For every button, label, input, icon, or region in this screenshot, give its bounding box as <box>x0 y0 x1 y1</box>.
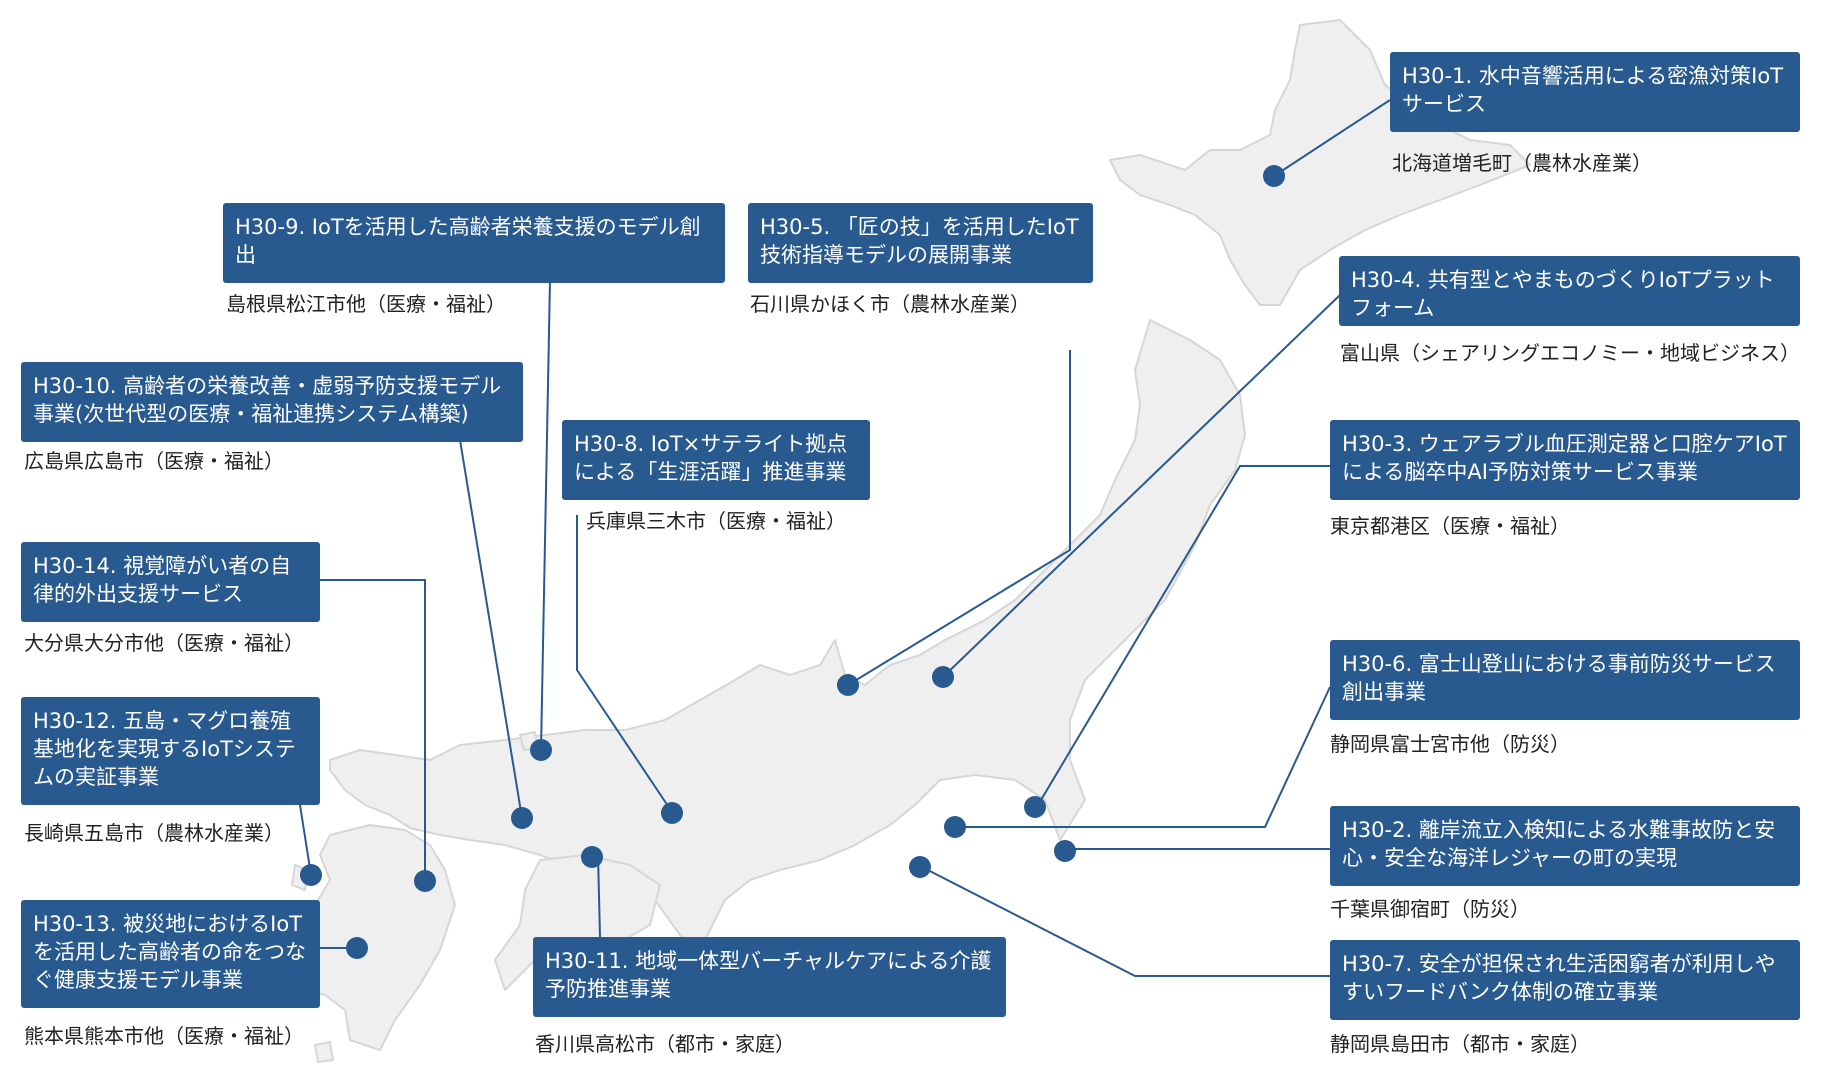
marker-h30-1 <box>1263 165 1285 187</box>
project-location-h30-12: 長崎県五島市（農林水産業） <box>24 821 284 845</box>
project-location-h30-8: 兵庫県三木市（医療・福祉） <box>586 509 846 533</box>
leader-h30-3 <box>1034 465 1330 811</box>
marker-h30-13 <box>346 937 368 959</box>
leader-h30-9 <box>540 279 551 751</box>
project-location-h30-10: 広島県広島市（医療・福祉） <box>24 449 284 473</box>
project-box-h30-6[interactable]: H30-6. 富士山登山における事前防災サービス創出事業 <box>1330 640 1800 720</box>
project-box-h30-14[interactable]: H30-14. 視覚障がい者の自律的外出支援サービス <box>21 542 320 622</box>
marker-h30-3 <box>1024 796 1046 818</box>
project-box-h30-12[interactable]: H30-12. 五島・マグロ養殖基地化を実現するIoTシステムの実証事業 <box>21 697 320 805</box>
leader-h30-14 <box>320 579 426 881</box>
project-box-h30-4[interactable]: H30-4. 共有型とやまものづくりIoTプラットフォーム <box>1339 256 1800 326</box>
marker-h30-8 <box>661 802 683 824</box>
project-location-h30-7: 静岡県島田市（都市・家庭） <box>1330 1032 1590 1056</box>
project-location-h30-4: 富山県（シェアリングエコノミー・地域ビジネス） <box>1340 341 1800 365</box>
marker-h30-5 <box>837 674 859 696</box>
leader-h30-7 <box>919 865 1330 977</box>
marker-h30-9 <box>530 739 552 761</box>
project-box-h30-1[interactable]: H30-1. 水中音響活用による密漁対策IoTサービス <box>1390 52 1800 132</box>
project-box-h30-8[interactable]: H30-8. IoT×サテライト拠点による「生涯活躍」推進事業 <box>562 420 870 500</box>
marker-h30-2 <box>1054 840 1076 862</box>
marker-h30-6 <box>944 816 966 838</box>
project-location-h30-2: 千葉県御宿町（防災） <box>1330 897 1530 921</box>
marker-h30-14 <box>414 870 436 892</box>
project-location-h30-3: 東京都港区（医療・福祉） <box>1330 514 1570 538</box>
marker-h30-7 <box>909 856 931 878</box>
project-location-h30-9: 島根県松江市他（医療・福祉） <box>226 292 506 316</box>
marker-h30-11 <box>581 846 603 868</box>
marker-h30-4 <box>932 666 954 688</box>
project-box-h30-2[interactable]: H30-2. 離岸流立入検知による水難事故防と安心・安全な海洋レジャーの町の実現 <box>1330 806 1800 886</box>
project-location-h30-13: 熊本県熊本市他（医療・福祉） <box>24 1024 304 1048</box>
leader-h30-4 <box>942 294 1341 678</box>
leader-h30-10 <box>459 439 523 819</box>
project-box-h30-5[interactable]: H30-5. 「匠の技」を活用したIoT技術指導モデルの展開事業 <box>748 203 1093 283</box>
project-location-h30-6: 静岡県富士宮市他（防災） <box>1330 732 1570 756</box>
project-box-h30-11[interactable]: H30-11. 地域一体型バーチャルケアによる介護予防推進事業 <box>533 937 1006 1017</box>
leader-h30-5 <box>847 350 1071 686</box>
project-location-h30-11: 香川県高松市（都市・家庭） <box>535 1032 795 1056</box>
project-box-h30-9[interactable]: H30-9. IoTを活用した高齢者栄養支援のモデル創出 <box>223 203 725 283</box>
hokkaido-island <box>1109 19 1531 306</box>
project-location-h30-5: 石川県かほく市（農林水産業） <box>750 292 1030 316</box>
project-box-h30-7[interactable]: H30-7. 安全が担保され生活困窮者が利用しやすいフードバンク体制の確立事業 <box>1330 940 1800 1020</box>
marker-h30-10 <box>511 807 533 829</box>
south-island <box>314 1041 334 1063</box>
project-location-h30-1: 北海道増毛町（農林水産業） <box>1392 151 1652 175</box>
leader-h30-8 <box>576 515 673 813</box>
project-box-h30-10[interactable]: H30-10. 高齢者の栄養改善・虚弱予防支援モデル事業(次世代型の医療・福祉連… <box>21 362 523 442</box>
leader-h30-1 <box>1273 99 1391 177</box>
project-location-h30-14: 大分県大分市他（医療・福祉） <box>24 631 304 655</box>
leader-h30-12 <box>299 804 312 876</box>
project-box-h30-13[interactable]: H30-13. 被災地におけるIoTを活用した高齢者の命をつなぐ健康支援モデル事… <box>21 900 320 1008</box>
leader-h30-11 <box>597 854 601 938</box>
leader-h30-6 <box>955 686 1331 828</box>
honshu-island <box>329 319 1246 951</box>
project-box-h30-3[interactable]: H30-3. ウェアラブル血圧測定器と口腔ケアIoTによる脳卒中AI予防対策サー… <box>1330 420 1800 500</box>
marker-h30-12 <box>300 864 322 886</box>
